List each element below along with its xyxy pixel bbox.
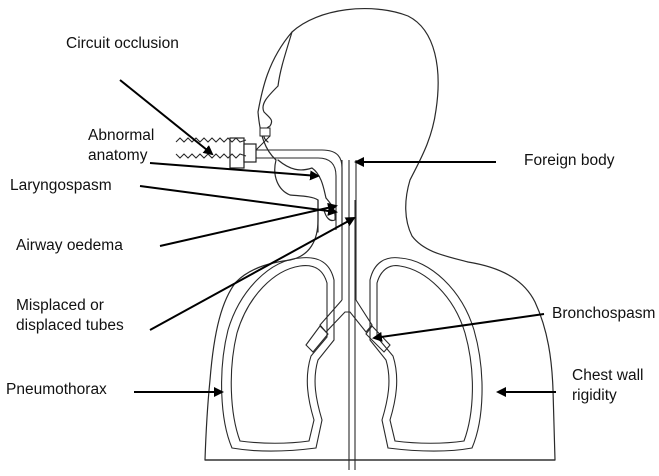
label-chest-wall-line2: rigidity (572, 386, 644, 406)
arrow-airway-oedema (160, 206, 336, 246)
label-bronchospasm: Bronchospasm (552, 304, 655, 324)
label-chest-wall-rigidity: Chest wall rigidity (572, 366, 644, 406)
arrow-laryngospasm (140, 186, 336, 212)
label-pneumothorax: Pneumothorax (6, 380, 107, 400)
label-circuit-occlusion: Circuit occlusion (66, 34, 179, 54)
label-foreign-body: Foreign body (524, 151, 614, 171)
bronchi (320, 300, 372, 332)
right-lung (370, 258, 482, 451)
label-misplaced-line1: Misplaced or (16, 296, 124, 316)
label-misplaced-line2: displaced tubes (16, 316, 124, 336)
label-chest-wall-line1: Chest wall (572, 366, 644, 386)
label-airway-oedema: Airway oedema (16, 236, 123, 256)
label-laryngospasm: Laryngospasm (10, 176, 112, 196)
label-abnormal-anatomy-line2: anatomy (88, 146, 154, 166)
endotracheal-tube (256, 150, 342, 230)
face-profile (263, 32, 292, 142)
label-abnormal-anatomy-line1: Abnormal (88, 126, 154, 146)
label-abnormal-anatomy: Abnormal anatomy (88, 126, 154, 166)
label-misplaced-tubes: Misplaced or displaced tubes (16, 296, 124, 336)
left-lung (222, 258, 334, 451)
circuit-connector (230, 128, 270, 168)
